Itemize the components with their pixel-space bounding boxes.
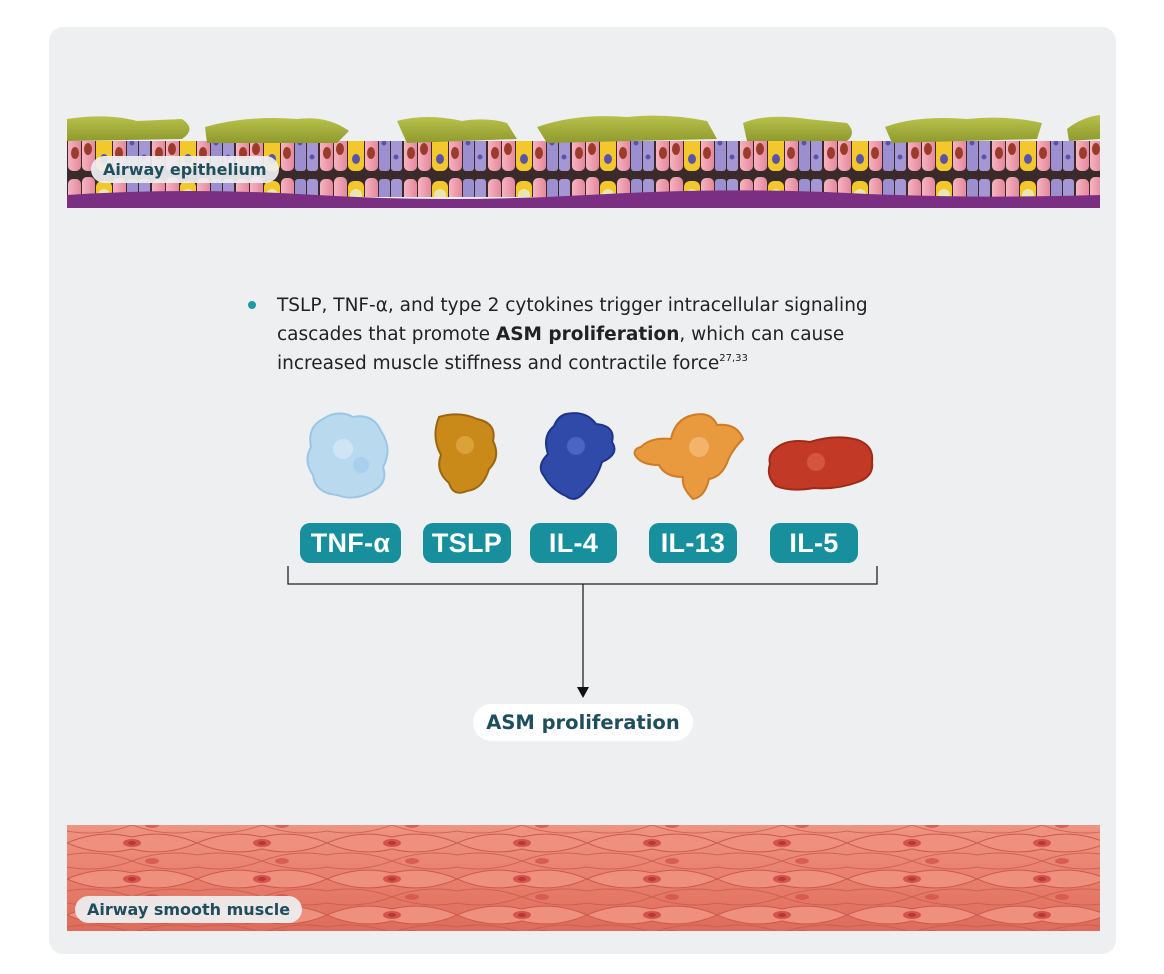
il-5-protein-icon [767,436,874,491]
figure-panel: Airway epithelium TSLP, TNF-α, and type … [49,27,1116,954]
tslp-protein-icon [434,413,498,494]
bullet-line-3: increased muscle stiffness and contracti… [248,349,908,378]
airway-epithelium-illustration [67,115,1100,208]
cytokine-pill-il-4: IL-4 [530,523,617,563]
bullet-line-2-end: , which can cause [679,324,845,345]
citation-superscript: 27,33 [719,353,748,364]
airway-smooth-muscle-label: Airway smooth muscle [75,896,303,923]
bullet-line-1: TSLP, TNF-α, and type 2 cytokines trigge… [277,295,868,316]
bullet-line-3-text: increased muscle stiffness and contracti… [277,353,720,374]
bullet-point: TSLP, TNF-α, and type 2 cytokines trigge… [248,291,908,378]
cytokine-pill-tnf-alpha: TNF-α [300,523,401,563]
asm-proliferation-result: ASM proliferation [473,704,693,741]
il-13-protein-icon [633,413,745,501]
arrow-head-icon [577,687,589,698]
bullet-emphasis: ASM proliferation [495,324,680,345]
cytokine-pill-il-13: IL-13 [649,523,737,563]
bullet-line-2-start: cascades that promote [277,324,496,345]
airway-smooth-muscle-illustration [67,825,1100,931]
bullet-dot [248,301,256,309]
cytokine-pill-tslp: TSLP [423,523,511,563]
bullet-line-2: cascades that promote ASM proliferation,… [248,320,908,349]
tnf-alpha-protein-icon [306,412,389,499]
airway-epithelium-label: Airway epithelium [91,156,279,183]
bracket-line [287,566,878,585]
cytokine-pill-il-5: IL-5 [770,523,858,563]
il-4-protein-icon [539,412,616,500]
